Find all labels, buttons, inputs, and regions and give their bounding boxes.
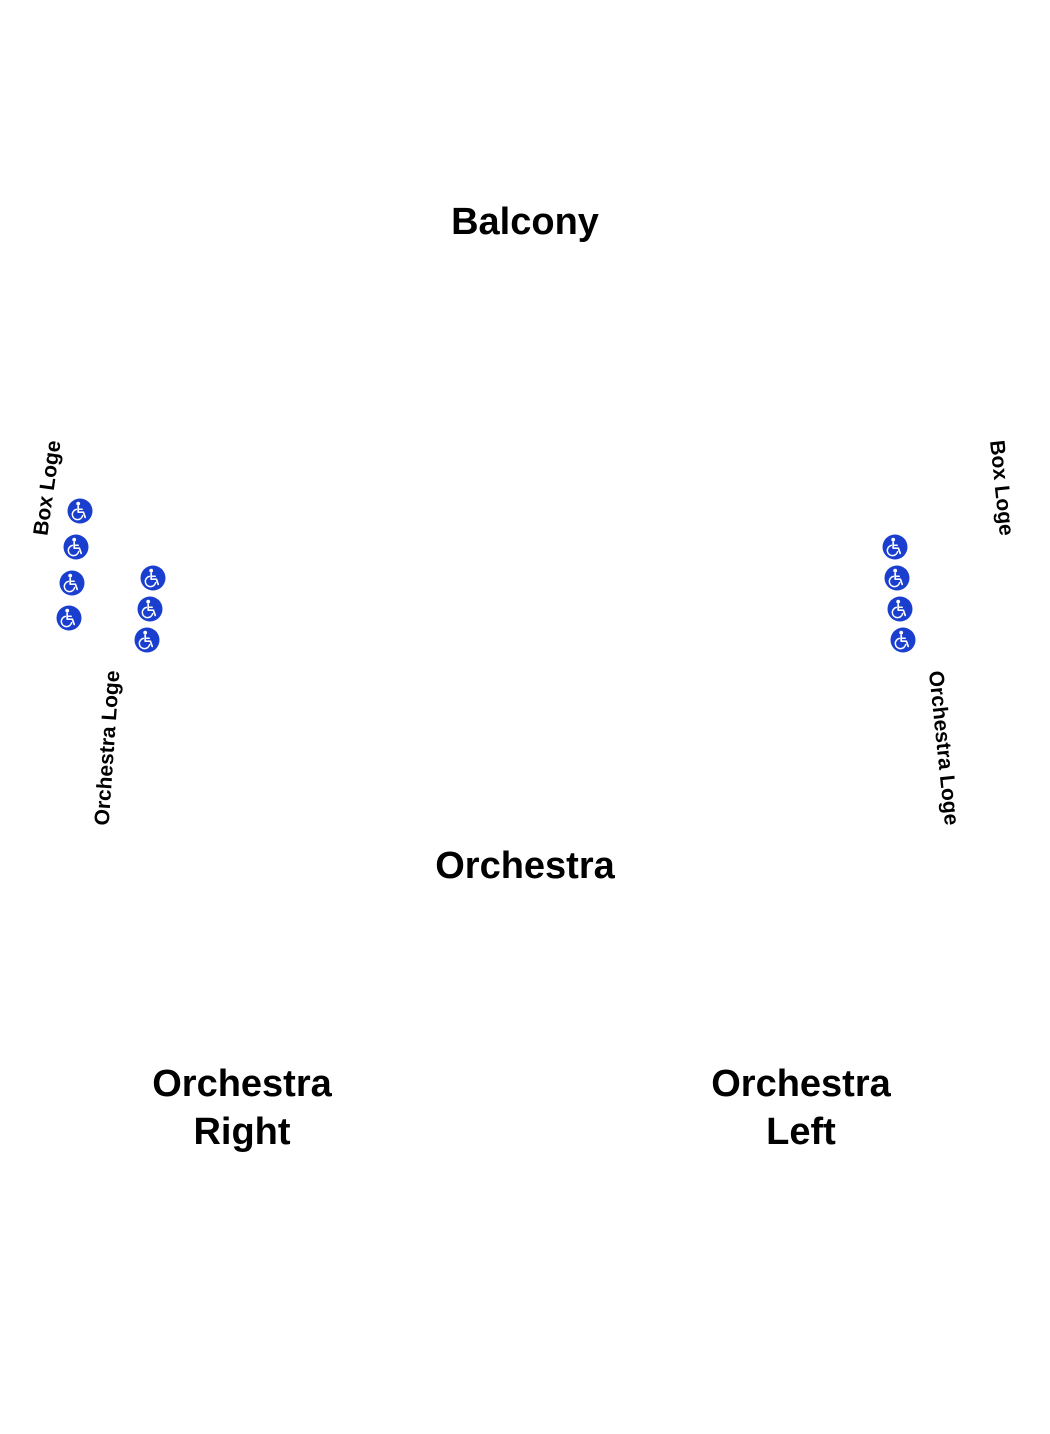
section-box-loge-left[interactable]: Box Loge (29, 438, 66, 537)
section-balcony-label: Balcony (451, 201, 599, 243)
wheelchair-icon[interactable] (59, 570, 85, 596)
wheelchair-icon[interactable] (63, 534, 89, 560)
section-box-loge-right[interactable]: Box Loge (985, 439, 1018, 537)
wheelchair-icon[interactable] (137, 596, 163, 622)
wheelchair-icon[interactable] (882, 534, 908, 560)
section-orchestra-left-label-line2: Left (766, 1111, 836, 1153)
section-orchestra-right-label-line2: Right (193, 1111, 291, 1153)
section-orchestra-left[interactable]: Orchestra Left (711, 1060, 891, 1156)
wheelchair-icon[interactable] (884, 565, 910, 591)
wheelchair-icon[interactable] (67, 498, 93, 524)
section-orchestra-loge-right[interactable]: Orchestra Loge (923, 669, 964, 827)
wheelchair-icon[interactable] (887, 596, 913, 622)
wheelchair-icon[interactable] (56, 605, 82, 631)
section-orchestra-left-label-line1: Orchestra (711, 1063, 891, 1105)
section-orchestra-right-label-line1: Orchestra (152, 1063, 332, 1105)
wheelchair-icon[interactable] (140, 565, 166, 591)
section-orchestra-label: Orchestra (435, 845, 615, 887)
wheelchair-icon[interactable] (134, 627, 160, 653)
section-orchestra[interactable]: Orchestra (435, 842, 615, 890)
section-balcony[interactable]: Balcony (451, 198, 599, 246)
section-orchestra-right[interactable]: Orchestra Right (152, 1060, 332, 1156)
wheelchair-icon[interactable] (890, 627, 916, 653)
section-orchestra-loge-left[interactable]: Orchestra Loge (90, 669, 125, 827)
